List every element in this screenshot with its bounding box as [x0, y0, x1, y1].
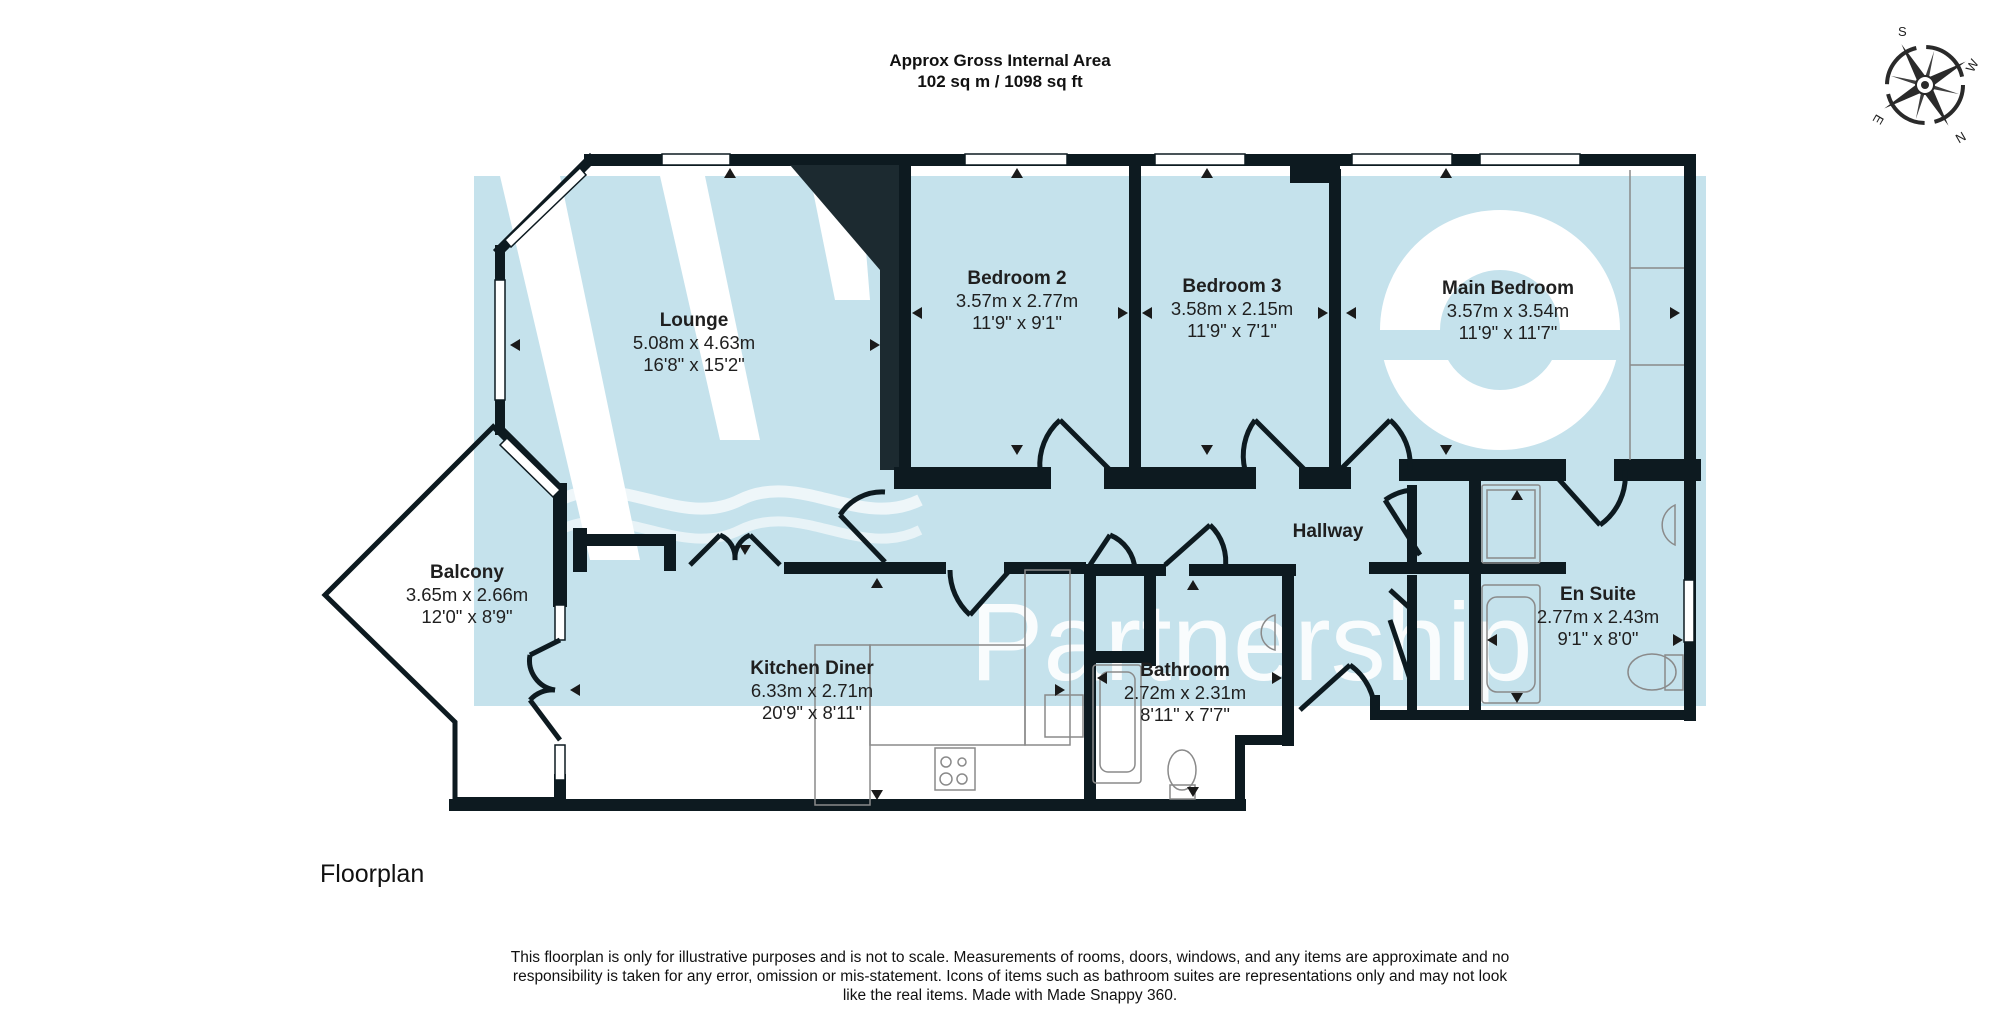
room-imperial: 11'9" x 7'1" [1187, 320, 1277, 341]
room-name: Lounge [659, 310, 729, 331]
room-metric: 3.65m x 2.66m [405, 584, 529, 605]
room-imperial: 12'0" x 8'9" [421, 606, 513, 627]
room-imperial: 11'9" x 11'7" [1458, 322, 1558, 343]
room-name: Main Bedroom [1442, 278, 1574, 299]
room-en-suite: En Suite 2.77m x 2.43m 9'1" x 8'0" [1537, 584, 1659, 650]
room-balcony: Balcony 3.65m x 2.66m 12'0" x 8'9" [406, 562, 528, 628]
interior-walls [573, 159, 1701, 806]
area-title: Approx Gross Internal Area [889, 51, 1111, 70]
room-name: Kitchen Diner [750, 658, 874, 679]
room-main-bedroom: Main Bedroom 3.57m x 3.54m 11'9" x 11'7" [1442, 278, 1574, 344]
room-name: Bathroom [1140, 660, 1230, 681]
gross-internal-area-heading: Approx Gross Internal Area 102 sq m / 10… [0, 50, 2000, 92]
room-metric: 2.77m x 2.43m [1536, 606, 1660, 627]
room-imperial: 8'11" x 7'7" [1140, 704, 1230, 725]
compass-icon [1884, 44, 1966, 126]
balcony-outline [321, 423, 560, 807]
doors [527, 418, 1628, 742]
room-name: Hallway [1292, 521, 1364, 542]
room-hallway: Hallway [1293, 521, 1364, 543]
room-bedroom-3: Bedroom 3 3.58m x 2.15m 11'9" x 7'1" [1171, 276, 1293, 342]
disclaimer-text: This floorplan is only for illustrative … [510, 949, 1510, 1004]
compass-rose: S W E N [1870, 24, 1982, 146]
room-metric: 3.58m x 2.15m [1170, 298, 1294, 319]
room-imperial: 9'1" x 8'0" [1557, 628, 1639, 649]
room-metric: 3.57m x 3.54m [1446, 300, 1570, 321]
floorplan-caption: Floorplan [320, 860, 425, 888]
room-imperial: 16'8" x 15'2" [643, 354, 745, 375]
room-kitchen-diner: Kitchen Diner 6.33m x 2.71m 20'9" x 8'11… [750, 658, 874, 724]
measurement-arrows [510, 168, 1683, 800]
svg-text:Partnership: Partnership [970, 581, 1533, 704]
room-bedroom-2: Bedroom 2 3.57m x 2.77m 11'9" x 9'1" [956, 268, 1078, 334]
compass-s: S [1898, 24, 1907, 39]
room-name: Bedroom 3 [1182, 276, 1282, 297]
windows [494, 153, 1695, 781]
room-bathroom: Bathroom 2.72m x 2.31m 8'11" x 7'7" [1124, 660, 1246, 726]
area-value: 102 sq m / 1098 sq ft [917, 72, 1083, 91]
room-metric: 2.72m x 2.31m [1123, 682, 1247, 703]
room-metric: 5.08m x 4.63m [632, 332, 756, 353]
room-name: En Suite [1559, 584, 1636, 605]
room-metric: 3.57m x 2.77m [955, 290, 1079, 311]
room-imperial: 20'9" x 8'11" [761, 702, 863, 723]
room-metric: 6.33m x 2.71m [750, 680, 874, 701]
room-name: Bedroom 2 [967, 268, 1067, 289]
room-name: Balcony [430, 562, 504, 583]
room-imperial: 11'9" x 9'1" [972, 312, 1062, 333]
room-lounge: Lounge 5.08m x 4.63m 16'8" x 15'2" [633, 310, 755, 376]
fixtures [814, 170, 1684, 806]
